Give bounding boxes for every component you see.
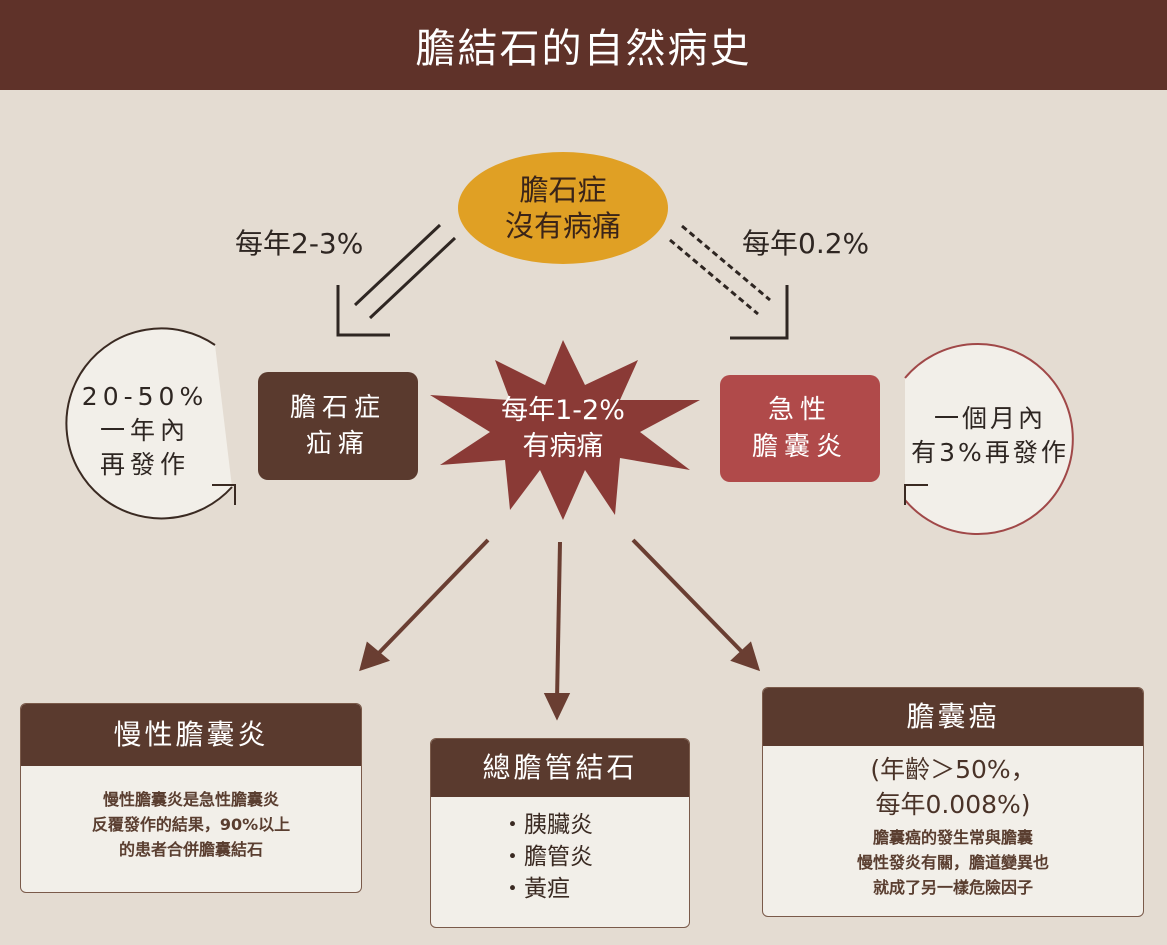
starburst [430, 340, 700, 520]
card-gallbladder-cancer: 膽囊癌 (年齡＞50%，每年0.008%) 膽囊癌的發生常與膽囊慢性發炎有關，膽… [762, 687, 1144, 917]
cycle-left [65, 327, 233, 520]
cycle-right [904, 343, 1074, 535]
right-cycle-text: 一個月內有3%再發作 [911, 404, 1069, 467]
card-chronic-cholecystitis: 慢性膽囊炎 慢性膽囊炎是急性膽囊炎反覆發作的結果，90%以上的患者合併膽囊結石 [20, 703, 362, 893]
acute-cholecystitis-node: 急性膽囊炎 [720, 375, 880, 482]
left-cycle-text: 20-50%一年內再發作 [81, 382, 209, 479]
symptomatic-node: 每年1-2%有病痛 [501, 395, 625, 463]
node-text: 膽石症 [519, 172, 607, 207]
rate-left: 每年2-3% [235, 227, 364, 260]
card-common-bile-duct-stones: 總膽管結石 ・胰臟炎・膽管炎・黃疸 [430, 738, 690, 928]
page-title: 膽結石的自然病史 [0, 0, 1167, 90]
asymptomatic-node: 膽石症沒有病痛 [458, 152, 668, 264]
down-arrows [359, 538, 761, 721]
node-text: 沒有病痛 [504, 209, 621, 243]
rate-right: 每年0.2% [742, 227, 870, 260]
arrow-right-dashed [669, 224, 789, 340]
arrow-left-double [336, 223, 457, 337]
colic-node: 膽石症疝痛 [258, 372, 418, 480]
